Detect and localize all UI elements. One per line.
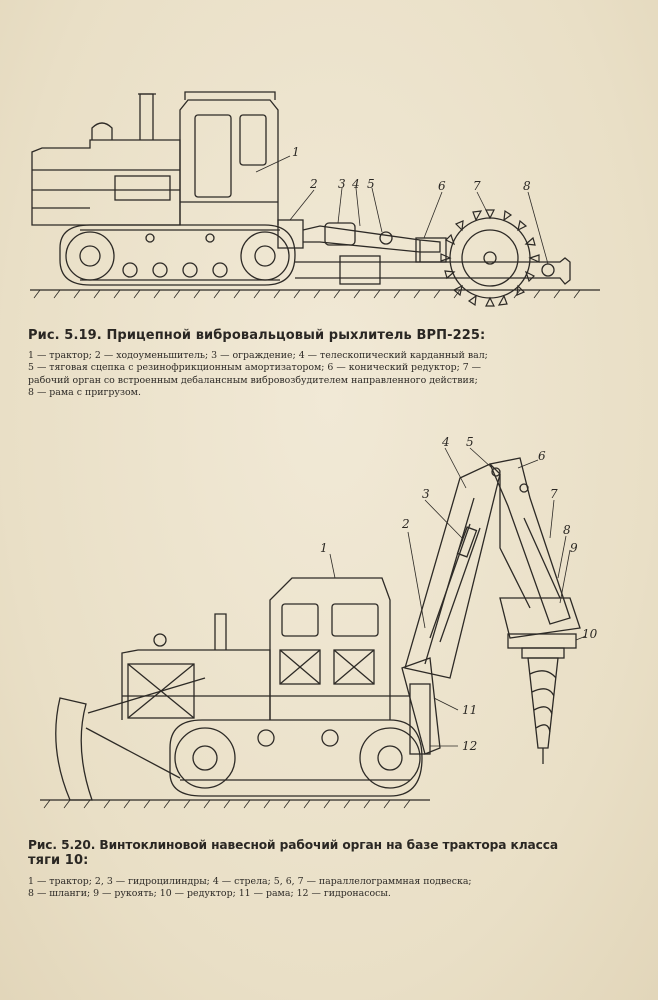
fig2-callout-7: 7 <box>550 487 558 501</box>
fig1-callout-7: 7 <box>473 179 481 193</box>
fig1-callout-5: 5 <box>367 177 375 191</box>
figure-5-19-legend: 1 — трактор; 2 — ходоуменьшитель; 3 — ог… <box>28 350 628 400</box>
legend-line: 5 — тяговая сцепка с резинофрикционным а… <box>28 362 482 374</box>
legend-line: 1 — трактор; 2, 3 — гидроцилиндры; 4 — с… <box>28 876 472 887</box>
fig2-callout-1: 1 <box>320 541 328 555</box>
fig2-callout-8: 8 <box>563 523 571 537</box>
fig2-callout-5: 5 <box>466 435 474 449</box>
legend-line: рабочий орган со встроенным дебалансным … <box>28 374 478 386</box>
figure-5-19-caption: Рис. 5.19. Прицепной вибровальцовый рыхл… <box>28 328 486 343</box>
figure-5-20-legend: 1 — трактор; 2, 3 — гидроцилиндры; 4 — с… <box>28 876 628 901</box>
legend-line: 8 — рама с пригрузом. <box>28 387 141 399</box>
fig2-callout-9: 9 <box>570 541 578 555</box>
fig2-callout-12: 12 <box>462 739 477 753</box>
fig1-callout-8: 8 <box>523 179 531 193</box>
fig1-callout-2: 2 <box>309 177 318 191</box>
fig1-callout-3: 3 <box>338 177 346 191</box>
fig1-callout-1: 1 <box>292 145 300 159</box>
legend-line: 8 — шланги; 9 — рукоять; 10 — редуктор; … <box>28 888 391 900</box>
figure-5-20-caption-line2: тяги 10: <box>28 853 89 868</box>
fig1-callout-4: 4 <box>351 177 360 191</box>
figure-5-20-caption-line1: Рис. 5.20. Винтоклиновой навесной рабочи… <box>28 838 559 852</box>
figure-5-19-drawing: 1 2 3 4 5 6 7 8 <box>20 80 620 330</box>
figure-5-20-drawing: 1 2 3 4 5 6 7 8 9 10 11 12 <box>30 428 620 828</box>
fig2-callout-10: 10 <box>582 627 598 641</box>
screw-wedge-attachment-illustration: 1 2 3 4 5 6 7 8 9 10 11 12 <box>40 435 598 809</box>
fig2-callout-6: 6 <box>538 449 546 463</box>
fig2-callout-2: 2 <box>401 517 410 531</box>
vibro-roller-ripper-illustration: 1 2 3 4 5 6 7 8 <box>30 91 600 307</box>
fig2-callout-4: 4 <box>441 435 450 449</box>
fig1-callout-6: 6 <box>438 179 446 193</box>
fig2-callout-3: 3 <box>422 487 430 501</box>
legend-line: 1 — трактор; 2 — ходоуменьшитель; 3 — ог… <box>28 350 488 361</box>
fig2-callout-11: 11 <box>462 703 477 717</box>
